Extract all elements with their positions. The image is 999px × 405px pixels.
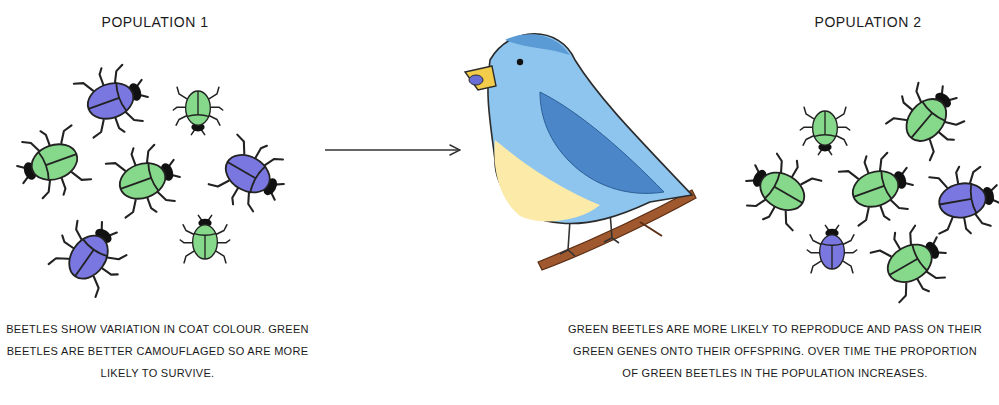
bird-body — [488, 34, 692, 224]
bird-eye — [517, 59, 523, 65]
blue-beetle — [928, 161, 999, 239]
green-beetle — [837, 145, 921, 231]
population-group: POPULATION 1 BEETLES SHOW VARIATION IN CO… — [0, 5, 325, 400]
population-heading: POPULATION 1 — [0, 13, 310, 31]
green-beetle — [734, 144, 824, 235]
green-beetle — [104, 137, 188, 223]
bird-illustration — [465, 34, 696, 270]
bird-leg — [560, 220, 575, 256]
blue-beetle — [72, 57, 156, 143]
green-beetle — [9, 121, 93, 207]
population-heading: POPULATION 2 — [798, 13, 938, 31]
green-beetle — [173, 87, 222, 135]
population-caption: BEETLES SHOW VARIATION IN COAT COLOUR. G… — [0, 318, 315, 384]
green-beetle — [882, 70, 976, 163]
arrow-connector — [325, 149, 460, 151]
blue-beetle — [206, 130, 296, 221]
bird-head-shade — [505, 34, 570, 55]
branch-twig — [640, 222, 662, 236]
green-beetle — [868, 216, 958, 307]
green-beetle — [800, 107, 849, 155]
bird-beak — [465, 66, 496, 90]
bird-wing — [540, 92, 664, 193]
blue-beetle — [807, 225, 856, 272]
population-group: POPULATION 2 GREEN BEETLES ARE MORE LIKEL… — [460, 5, 995, 400]
beetle-in-beak — [469, 75, 483, 85]
population-caption: GREEN BEETLES ARE MORE LIKELY TO REPRODU… — [565, 318, 985, 384]
green-beetle — [180, 215, 229, 262]
blue-beetle — [44, 208, 137, 300]
